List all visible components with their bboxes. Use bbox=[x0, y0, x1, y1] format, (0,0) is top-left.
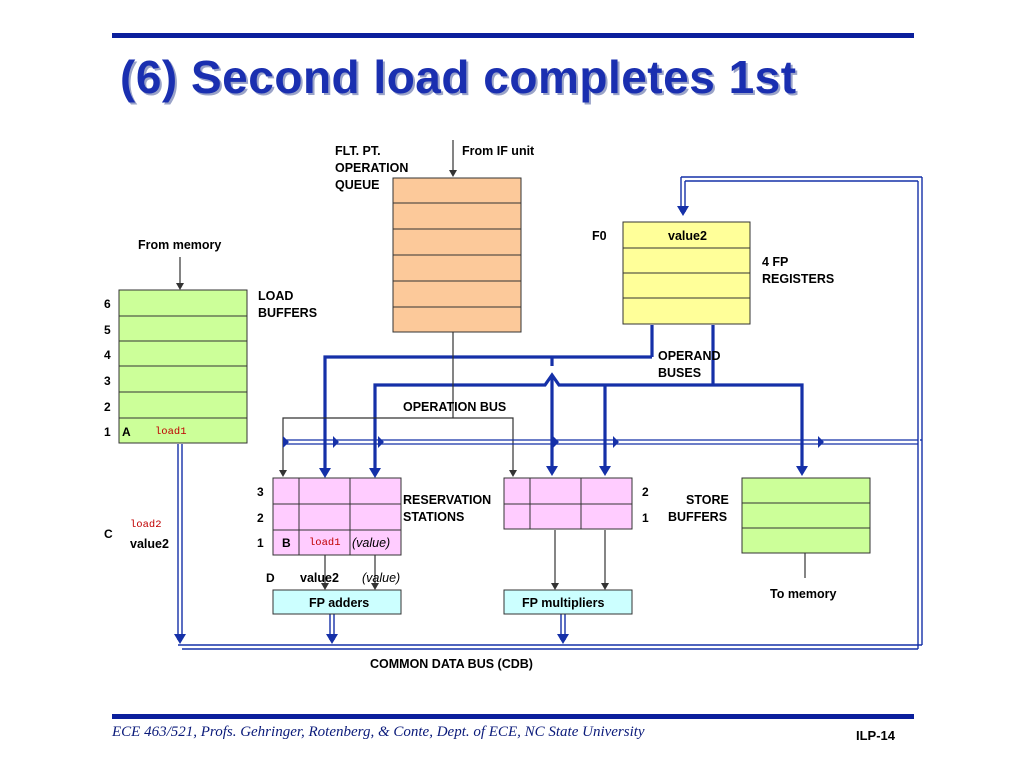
to-memory-label: To memory bbox=[770, 587, 836, 601]
fp-registers-label-1: 4 FP bbox=[762, 255, 788, 269]
operand-buses bbox=[323, 325, 804, 472]
top-rule bbox=[112, 33, 914, 38]
operation-bus-arrows bbox=[279, 470, 517, 477]
adder-reservation-stations bbox=[272, 477, 402, 556]
fp-queue-label-2: OPERATION bbox=[335, 161, 408, 175]
bottom-rule bbox=[112, 714, 914, 719]
load-buffer-number: 2 bbox=[104, 400, 111, 414]
common-data-bus bbox=[177, 176, 923, 650]
from-memory-arrow bbox=[176, 257, 184, 290]
rs-to-unit-arrows bbox=[324, 530, 806, 584]
cdb-arrows bbox=[174, 206, 824, 644]
footer-text: ECE 463/521, Profs. Gehringer, Rotenberg… bbox=[112, 724, 645, 740]
adder-input-value2: (value) bbox=[362, 571, 400, 585]
fp-registers bbox=[622, 221, 751, 325]
cdb-entry-op: load2 bbox=[130, 519, 162, 531]
fp-multipliers-label: FP multipliers bbox=[522, 596, 604, 610]
adder-rs-tag: B bbox=[282, 536, 291, 550]
operand-buses-label-1: OPERAND bbox=[658, 349, 721, 363]
fp-adders-label: FP adders bbox=[309, 596, 369, 610]
rs-to-unit-arrowheads bbox=[321, 583, 609, 590]
fp-queue-label-1: FLT. PT. bbox=[335, 144, 381, 158]
multiplier-reservation-stations bbox=[503, 477, 633, 530]
load-buffer-number: 1 bbox=[104, 425, 111, 439]
reservation-stations-label-1: RESERVATION bbox=[403, 493, 491, 507]
store-buffers-label-2: BUFFERS bbox=[668, 510, 727, 524]
cdb-label: COMMON DATA BUS (CDB) bbox=[370, 657, 533, 671]
operand-bus-arrows bbox=[319, 466, 808, 478]
reservation-stations-label-2: STATIONS bbox=[403, 510, 464, 524]
load-buffers bbox=[118, 289, 248, 444]
load-buffer-number: 3 bbox=[104, 374, 111, 388]
cdb-entry-value: value2 bbox=[130, 537, 169, 551]
slide-title: (6) Second load completes 1st bbox=[120, 51, 797, 103]
adder-rs-number: 1 bbox=[257, 536, 264, 550]
operand-buses-label-2: BUSES bbox=[658, 366, 701, 380]
adder-rs-value: (value) bbox=[352, 536, 390, 550]
from-memory-label: From memory bbox=[138, 238, 221, 252]
load-buffer-number: 4 bbox=[104, 348, 111, 362]
f0-value: value2 bbox=[668, 229, 707, 243]
fp-queue-label-3: QUEUE bbox=[335, 178, 379, 192]
multiplier-rs-number: 1 bbox=[642, 511, 649, 525]
load-buffer-number: 5 bbox=[104, 323, 111, 337]
load-buffer-number: 6 bbox=[104, 297, 111, 311]
adder-rs-op: load1 bbox=[309, 537, 341, 549]
adder-rs-number: 2 bbox=[257, 511, 264, 525]
load-buffers-label-2: BUFFERS bbox=[258, 306, 317, 320]
store-buffers bbox=[741, 477, 871, 554]
load-buffers-label-1: LOAD bbox=[258, 289, 293, 303]
load-buffer-value: load1 bbox=[155, 426, 187, 438]
f0-label: F0 bbox=[592, 229, 607, 243]
adder-rs-number: 3 bbox=[257, 485, 264, 499]
adder-input-tag: D bbox=[266, 571, 275, 585]
page-number: ILP-14 bbox=[856, 728, 896, 743]
operation-bus-label: OPERATION BUS bbox=[403, 400, 506, 414]
multiplier-rs-number: 2 bbox=[642, 485, 649, 499]
fp-registers-label-2: REGISTERS bbox=[762, 272, 834, 286]
fp-multipliers-unit bbox=[503, 589, 633, 615]
adder-input-value1: value2 bbox=[300, 571, 339, 585]
fp-operation-queue bbox=[392, 177, 522, 333]
fp-adders-unit bbox=[272, 589, 402, 615]
from-if-arrow bbox=[449, 140, 457, 177]
from-if-unit-label: From IF unit bbox=[462, 144, 535, 158]
store-buffers-label-1: STORE bbox=[686, 493, 729, 507]
load-buffer-tag: A bbox=[122, 425, 131, 439]
cdb-entry-tag: C bbox=[104, 527, 113, 541]
